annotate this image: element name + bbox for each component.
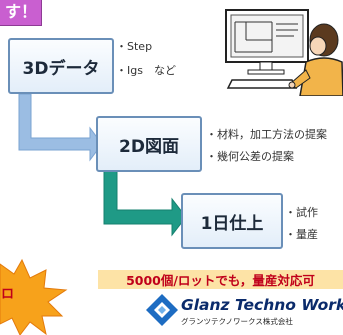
note-material: ・材料，加工方法の提案 [206,128,327,141]
company-name: Glanz Techno Works [181,296,343,314]
note-mass-production: ・量産 [285,228,318,241]
person-icon [288,23,343,96]
starburst-text: ロ [1,287,15,302]
stage-1day-label: 1日仕上 [200,213,264,234]
monitor-icon [225,9,309,75]
stage-2d-label: 2D図面 [119,136,179,157]
note-igs: ・Igs など [116,64,176,77]
stage-3d-data: 3Dデータ [8,38,114,94]
company-name-kana: グランツテクノワークス株式会社 [181,317,293,326]
stage-3d-label: 3Dデータ [22,58,100,79]
stage-1day-finish: 1日仕上 [181,193,283,249]
arrow-3d-to-2d [18,93,103,162]
banner-text: す！ [4,2,37,21]
starburst-badge [0,258,68,335]
company-logo-icon [146,294,178,326]
cad-worker-illustration [225,9,343,96]
highlight-text: 5000個/ロットでも，量産対応可 [126,273,315,288]
note-tolerance: ・幾何公差の提案 [206,150,294,163]
keyboard-icon [226,79,298,89]
mass-production-highlight: 5000個/ロットでも，量産対応可 [98,270,343,289]
banner-fragment: す！ [0,0,42,26]
stage-2d-drawing: 2D図面 [96,116,202,172]
arrow-2d-to-1day [103,169,187,237]
note-prototype: ・試作 [285,206,318,219]
note-step: ・Step [116,40,153,53]
